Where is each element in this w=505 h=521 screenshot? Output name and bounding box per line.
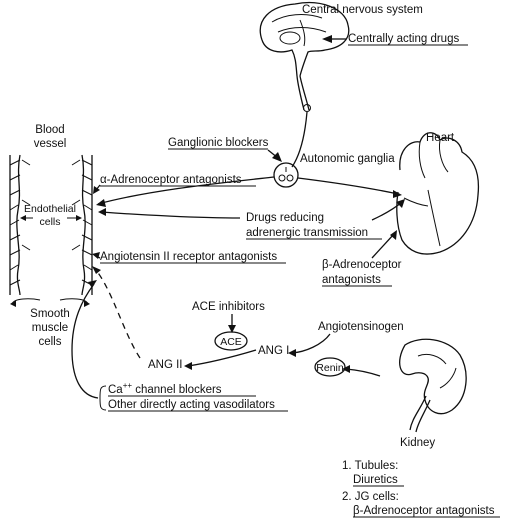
ace-inhibitors-label: ACE inhibitors (192, 301, 265, 313)
ca-superscript: ++ (123, 381, 133, 390)
ace-label: ACE (220, 336, 242, 348)
beta-antagonists-label-line1: β-Adrenoceptor (322, 259, 402, 271)
blood-vessel-illustration (9, 154, 93, 296)
arrowhead (288, 349, 296, 357)
nerve-to-heart (297, 177, 399, 195)
angiotensinogen-label: Angiotensinogen (318, 321, 404, 333)
smooth-muscle-label-line3: cells (38, 336, 61, 348)
centrally-acting-drugs-label: Centrally acting drugs (348, 33, 459, 45)
kidney-to-renin (345, 368, 381, 377)
angiotensinogen-to-ang-i (291, 333, 331, 354)
beta-antagonists-label-line2: antagonists (322, 274, 381, 286)
renin-node (314, 357, 346, 377)
arrowhead (272, 152, 282, 162)
arrowhead (76, 215, 82, 221)
smooth-muscle-bracket (11, 298, 89, 305)
arrowhead (92, 252, 100, 259)
ang-i-to-ang-ii (187, 349, 257, 367)
heart-label: Heart (426, 132, 455, 144)
arrow-to-vessel (101, 211, 241, 219)
kidney-label: Kidney (400, 437, 435, 449)
arrowhead (396, 199, 405, 208)
jg-cells-label: 2. JG cells: (342, 491, 399, 503)
arrowhead (342, 365, 350, 373)
arrowhead (84, 300, 90, 307)
ang-ii-to-vessel-dashed (93, 267, 141, 359)
arrowhead (88, 280, 97, 288)
ang-i-label: ANG I (258, 345, 289, 357)
ca-text: Ca (108, 384, 123, 396)
ang-ii-label: ANG II (148, 359, 183, 371)
direct-vasodilators-label: Other directly acting vasodilators (108, 399, 275, 411)
endothelial-label-line1: Endothelial (24, 203, 76, 215)
jg-beta-antagonists-label: β-Adrenoceptor antagonists (353, 505, 495, 517)
drugs-reducing-label-line1: Drugs reducing (246, 212, 324, 224)
vasodilator-arrow (71, 283, 99, 399)
arrowhead (96, 199, 106, 207)
smooth-muscle-label-line2: muscle (32, 322, 68, 334)
bracket (99, 385, 107, 411)
arrowhead (184, 362, 192, 370)
ca-channel-blockers-label: Ca++ channel blockers (108, 381, 222, 396)
heart-illustration (396, 132, 480, 255)
renin-label: Renin (316, 362, 344, 374)
arrowhead (92, 266, 101, 274)
blood-vessel-label-line2: vessel (34, 138, 67, 150)
brain-illustration (259, 2, 350, 168)
angiotensin-receptor-antagonists-label: Angiotensin II receptor antagonists (100, 251, 277, 263)
smooth-muscle-label-line1: Smooth (30, 308, 70, 320)
arrowhead (93, 186, 100, 194)
kidney-illustration (399, 338, 467, 433)
endothelial-label-line2: cells (39, 216, 60, 228)
arrowhead (98, 208, 106, 216)
diuretics-label: Diuretics (353, 474, 398, 486)
arrowhead (390, 230, 397, 240)
arrowhead (322, 35, 332, 43)
arrowhead (10, 300, 16, 307)
autonomic-ganglia-label: Autonomic ganglia (300, 153, 395, 165)
arrowhead (228, 325, 236, 333)
ganglionic-blockers-label: Ganglionic blockers (168, 137, 269, 149)
tubules-label: 1. Tubules: (342, 460, 398, 472)
drugs-reducing-label-line2: adrenergic transmission (246, 227, 368, 239)
autonomic-ganglia-node (273, 162, 299, 188)
cns-label: Central nervous system (302, 4, 423, 16)
ca-suffix: channel blockers (132, 384, 222, 396)
arrow-line (371, 233, 395, 259)
nerve-to-vessel (97, 176, 275, 205)
arrowhead (20, 215, 26, 221)
alpha-antagonists-label: α-Adrenoceptor antagonists (100, 174, 242, 186)
blood-vessel-label-line1: Blood (35, 124, 64, 136)
ace-enzyme-node (214, 331, 248, 351)
